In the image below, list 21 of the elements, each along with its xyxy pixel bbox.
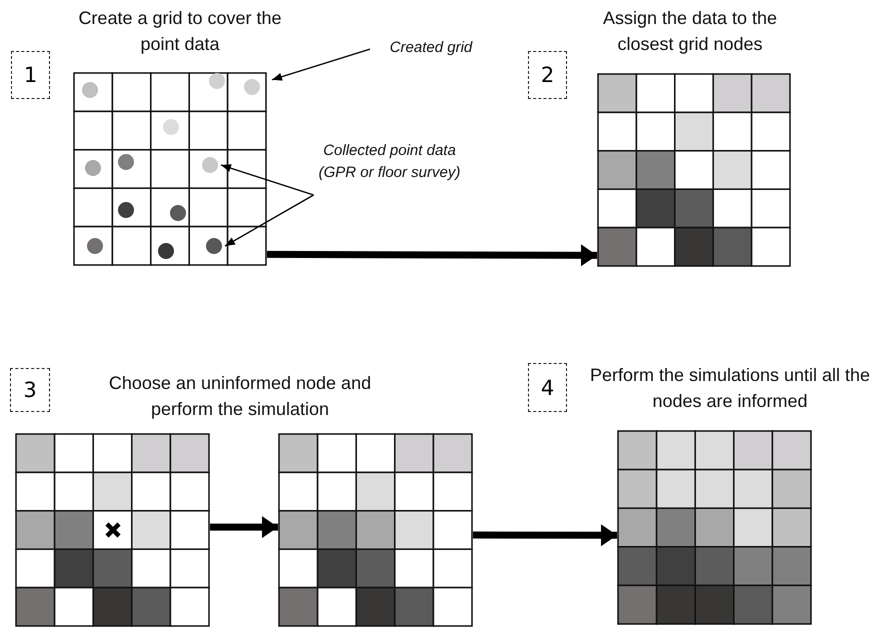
grid bbox=[597, 73, 791, 267]
grid bbox=[15, 433, 210, 627]
block-arrow bbox=[473, 524, 618, 546]
step-heading: Perform the simulations until all the nodes are informed bbox=[588, 364, 872, 413]
leader-line bbox=[272, 48, 370, 81]
grid bbox=[73, 72, 267, 266]
block-arrow bbox=[210, 516, 278, 538]
leader-line bbox=[224, 194, 314, 247]
step-heading: Choose an uninformed node and perform the simulation bbox=[108, 372, 372, 421]
step-number-box: 3 bbox=[10, 368, 50, 412]
grid bbox=[617, 430, 812, 625]
step-number-box: 1 bbox=[11, 51, 50, 99]
step-number-box: 2 bbox=[528, 51, 567, 99]
step-number-box: 4 bbox=[528, 363, 567, 412]
grid bbox=[278, 433, 473, 627]
leader-line bbox=[220, 164, 314, 196]
block-arrow bbox=[266, 244, 598, 266]
callout-text: Created grid bbox=[372, 37, 490, 59]
step-heading: Create a grid to cover the point data bbox=[77, 7, 283, 56]
step-heading: Assign the data to the closest grid nodes bbox=[602, 7, 778, 56]
callout-text: Collected point data (GPR or floor survey) bbox=[307, 140, 472, 186]
